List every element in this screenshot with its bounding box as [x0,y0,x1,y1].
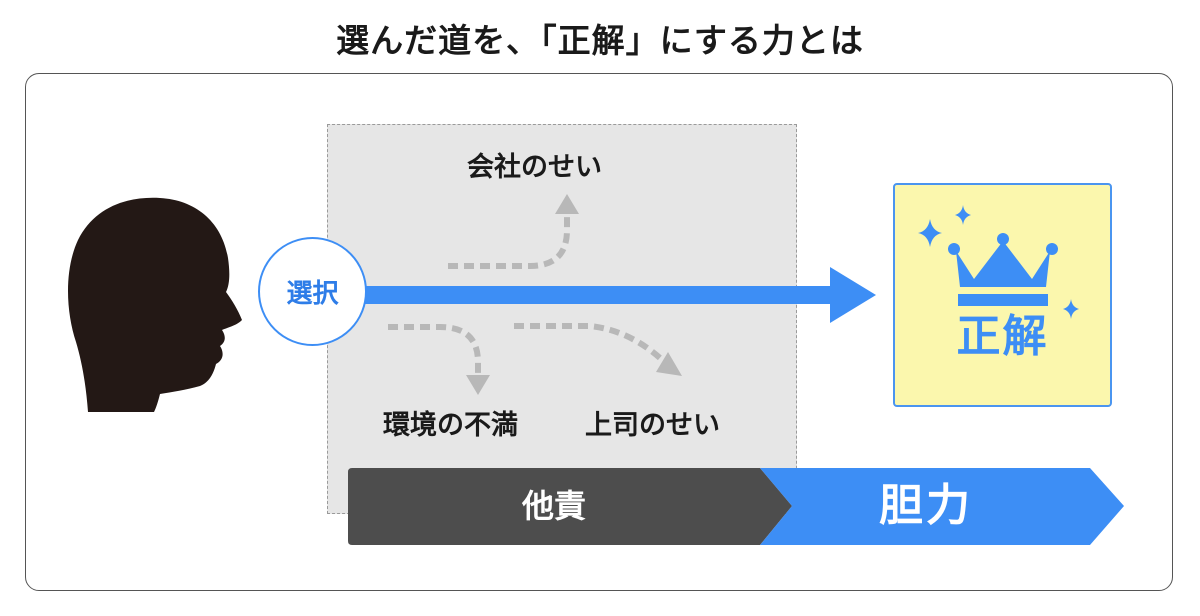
blame-banner-label: 他責 [522,487,587,525]
boss-blame-arrow [514,323,662,361]
environment-blame-arrow [388,324,481,374]
blame-banner-segment [348,468,792,545]
goal-box: 正解 [893,183,1112,407]
choice-node: 選択 [258,237,367,346]
sparkle-icon [1063,299,1079,319]
goal-label: 正解 [956,311,1049,362]
sparkle-icon [918,219,942,247]
boss-blame-arrowhead [656,352,682,376]
head-silhouette-icon [68,197,242,412]
grit-banner-segment [760,468,1124,545]
goal-decoration [918,205,1079,319]
crown-icon [948,233,1058,306]
sparkle-icon [955,205,971,225]
diagram-title: 選んだ道を、「正解」にする力とは [336,21,864,60]
choice-label: 選択 [286,279,339,309]
main-path-arrowhead [830,267,876,323]
environment-blame-label: 環境の不満 [383,410,518,441]
company-blame-arrowhead [555,194,579,214]
main-path-arrow-shaft [360,286,835,304]
environment-blame-arrowhead [466,375,490,395]
grit-banner-label: 胆力 [879,480,973,531]
company-blame-label: 会社のせい [467,152,602,183]
company-blame-arrow [448,212,570,269]
boss-blame-label: 上司のせい [585,410,720,441]
